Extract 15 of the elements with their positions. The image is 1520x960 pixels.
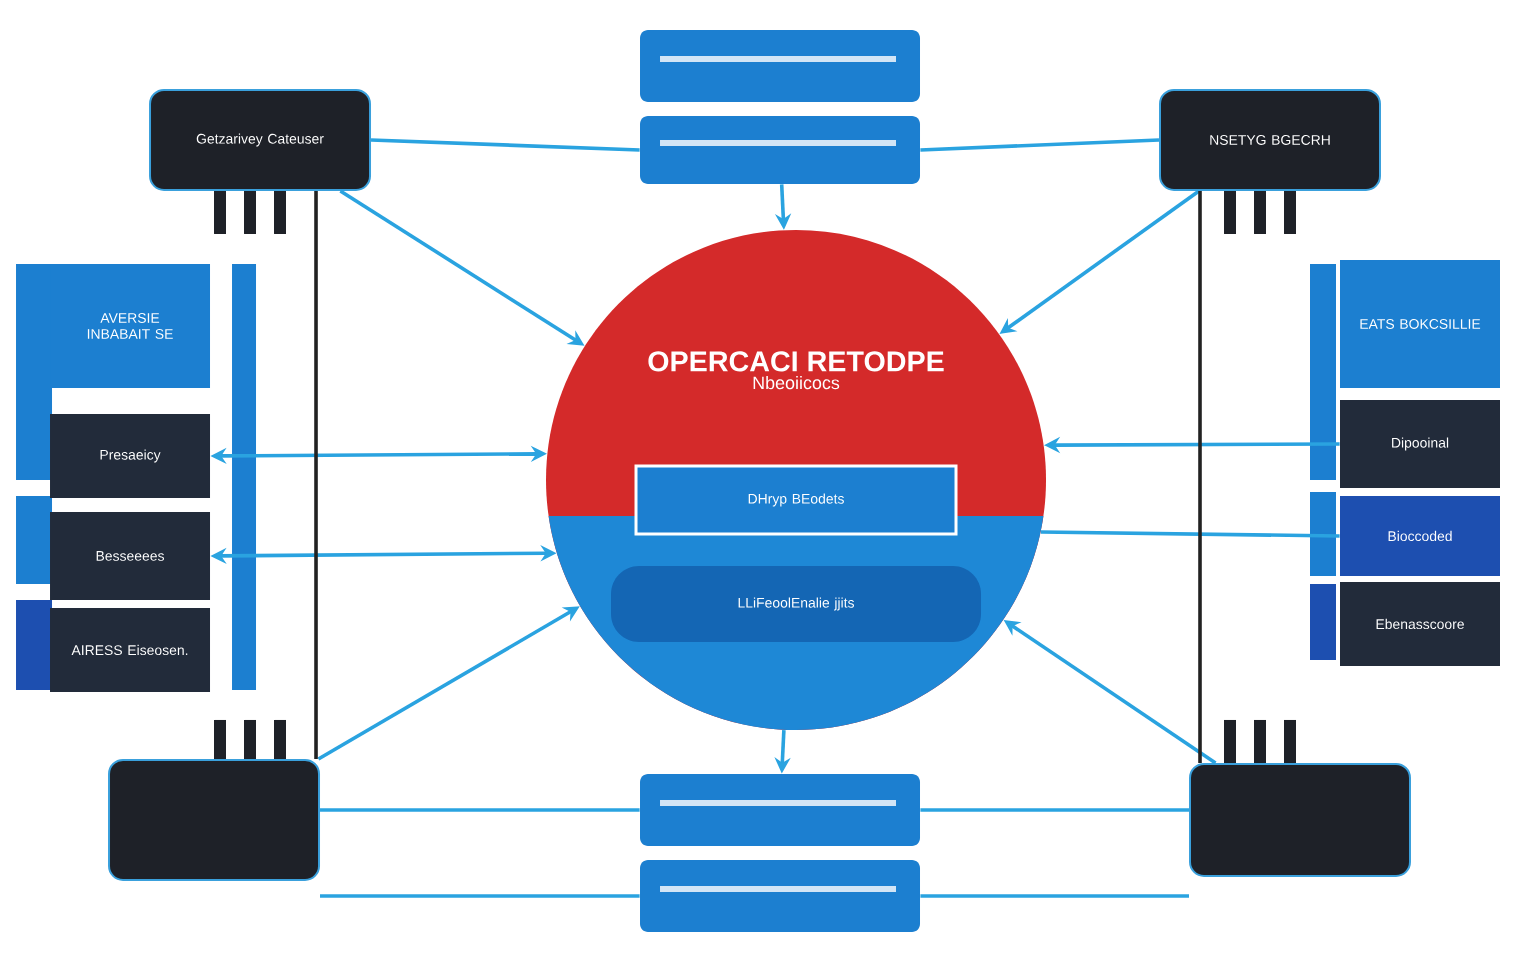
connector-line	[320, 894, 640, 898]
connector-line	[370, 138, 640, 152]
info-box	[640, 859, 920, 932]
connector-line	[920, 138, 1160, 152]
info-box	[640, 773, 920, 846]
connector-line	[920, 894, 1189, 898]
device-box	[1189, 762, 1411, 877]
connector-line	[1040, 530, 1340, 538]
info-box	[640, 30, 920, 102]
info-box	[640, 116, 920, 184]
device-box	[108, 758, 320, 881]
connector-line	[1198, 190, 1202, 763]
connector-line	[314, 190, 318, 759]
connector-line	[320, 808, 640, 812]
connector-line	[920, 808, 1189, 812]
